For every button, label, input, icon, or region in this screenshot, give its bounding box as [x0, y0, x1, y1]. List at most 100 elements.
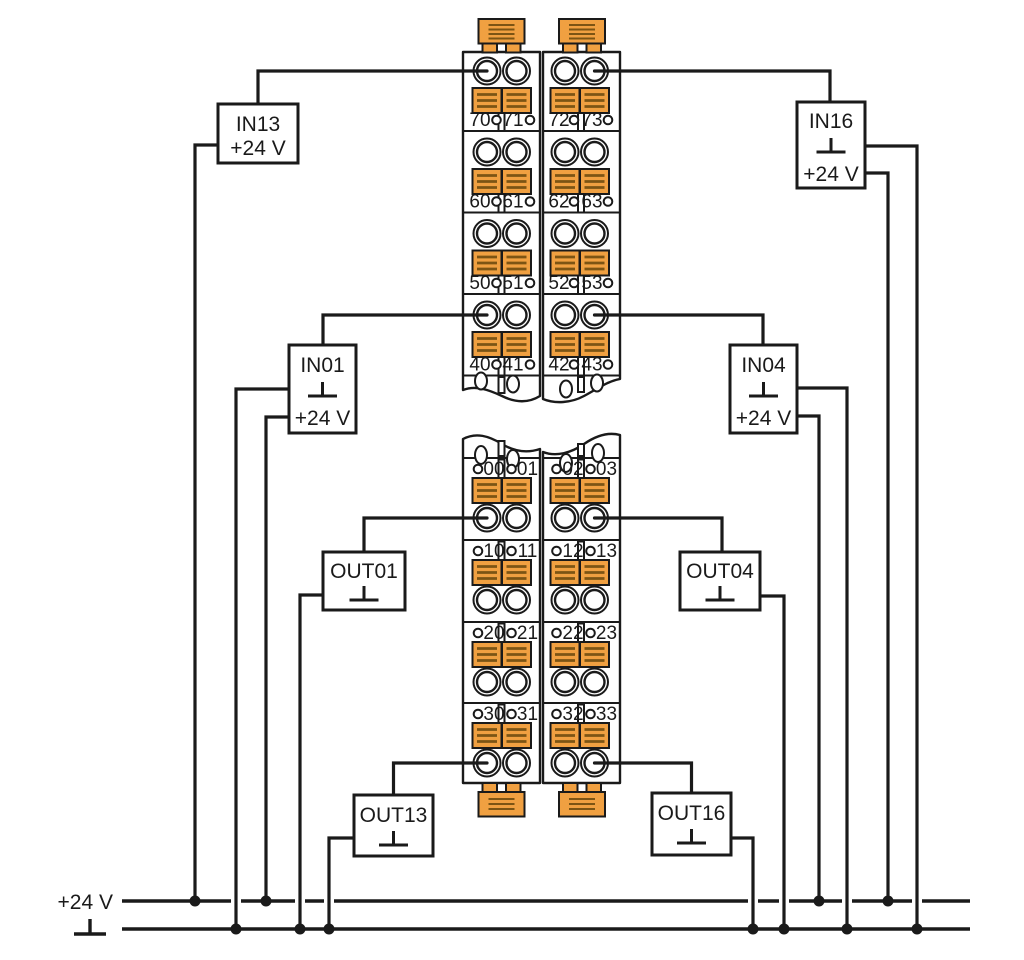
led-indicator-icon: [491, 114, 502, 126]
wire-out16-signal: [592, 761, 694, 795]
terminal-label: 20: [483, 623, 504, 644]
upper-terminal-labels: 70 71 72 73 60 61 62 63 50 51 52 53 40: [469, 110, 614, 376]
terminal-label: 21: [517, 623, 538, 644]
junction-dot: [747, 923, 759, 935]
led-indicator-icon: [551, 627, 562, 639]
led-indicator-icon: [472, 463, 484, 475]
junction-dot: [189, 895, 201, 907]
terminal-label: 30: [483, 704, 504, 725]
out13-box: OUT13: [352, 793, 435, 858]
led-indicator-icon: [551, 463, 562, 475]
out04-title: OUT04: [686, 560, 754, 583]
terminal-label: 00: [483, 459, 504, 480]
tear-edge-details: [474, 371, 605, 473]
led-indicator-icon: [602, 196, 614, 207]
terminal-label: 70: [469, 110, 490, 131]
top-latch-icon: [477, 18, 526, 54]
positive-rail-label: +24 V: [58, 891, 113, 914]
led-indicator-icon: [568, 359, 580, 370]
led-indicator-icon: [568, 277, 580, 289]
wire-out16-ground: [729, 836, 755, 931]
terminal-label: 43: [581, 355, 602, 376]
wire-in16-signal: [592, 69, 832, 104]
wire-out04-signal: [592, 516, 724, 554]
terminal-block-module: 70 71 72 73 60 61 62 63 50 51 52 53 40: [461, 18, 622, 818]
led-indicator-icon: [585, 463, 596, 475]
bottom-latch-icon: [558, 782, 606, 818]
terminal-label: 41: [502, 355, 523, 376]
terminal-label: 72: [548, 110, 569, 131]
in13-box: IN13 +24 V: [216, 102, 300, 165]
led-indicator-icon: [472, 627, 484, 639]
led-indicator-icon: [568, 196, 580, 207]
wire-in16-24v: [863, 171, 890, 903]
in16-title: IN16: [809, 110, 853, 133]
in13-voltage: +24 V: [230, 137, 285, 160]
led-indicator-icon: [585, 627, 596, 639]
bottom-latch-icon: [477, 782, 526, 818]
wire-in13-24v: [193, 143, 220, 903]
terminal-label: 23: [596, 623, 617, 644]
terminal-label: 51: [502, 273, 523, 294]
terminal-label: 33: [596, 704, 617, 725]
terminal-label: 52: [548, 273, 569, 294]
led-indicator-icon: [491, 359, 502, 370]
junction-dot: [260, 895, 272, 907]
wire-in04-signal: [592, 313, 765, 347]
junction-dot: [778, 923, 790, 935]
out01-title: OUT01: [330, 560, 398, 583]
led-indicator-icon: [524, 196, 536, 207]
led-indicator-icon: [568, 114, 580, 126]
led-indicator-icon: [524, 114, 536, 126]
led-indicator-icon: [506, 545, 517, 557]
wire-out01-ground: [298, 593, 325, 931]
led-indicator-icon: [585, 708, 596, 720]
wire-in01-24v: [264, 415, 291, 903]
ground-icon: [74, 919, 106, 936]
wire-out13-ground: [327, 836, 356, 931]
in01-voltage: +24 V: [295, 407, 350, 430]
terminal-label: 60: [469, 192, 490, 213]
junction-dot: [911, 923, 923, 935]
led-indicator-icon: [506, 627, 517, 639]
lower-row-lines: [463, 457, 620, 704]
io-boxes: IN13 +24 V IN16 +24 V IN01 +24 V IN04 +2…: [216, 100, 867, 858]
terminal-label: 02: [562, 459, 583, 480]
led-indicator-icon: [585, 545, 596, 557]
led-indicator-icon: [491, 196, 502, 207]
led-indicator-icon: [602, 359, 614, 370]
led-indicator-icon: [506, 708, 517, 720]
in13-title: IN13: [236, 113, 280, 136]
terminal-label: 32: [562, 704, 583, 725]
in01-title: IN01: [300, 354, 344, 377]
led-indicator-icon: [524, 359, 536, 370]
junction-dot: [323, 923, 335, 935]
led-indicator-icon: [602, 114, 614, 126]
junction-dot: [813, 895, 825, 907]
terminal-label: 13: [596, 541, 617, 562]
out04-box: OUT04: [678, 550, 762, 612]
terminal-label: 73: [581, 110, 602, 131]
terminal-label: 01: [517, 459, 538, 480]
wire-out04-ground: [758, 594, 786, 931]
led-indicator-icon: [491, 277, 502, 289]
led-indicator-icon: [551, 545, 562, 557]
terminal-label: 03: [596, 459, 617, 480]
top-latch-icon: [558, 18, 606, 54]
terminal-label: 22: [562, 623, 583, 644]
in16-box: IN16 +24 V: [795, 100, 867, 190]
led-indicator-icon: [551, 708, 562, 720]
in04-voltage: +24 V: [736, 407, 791, 430]
junction-dot: [230, 923, 242, 935]
in04-title: IN04: [741, 354, 786, 377]
lower-terminal-labels: 00 01 02 03 10 11 12 13 20 21 22 23 30: [472, 459, 617, 725]
terminal-label: 42: [548, 355, 569, 376]
led-indicator-icon: [602, 277, 614, 289]
wire-in01-signal: [321, 313, 489, 347]
in01-box: IN01 +24 V: [287, 343, 358, 435]
wire-out13-signal: [391, 761, 489, 797]
led-indicator-icon: [472, 708, 484, 720]
terminal-label: 71: [502, 110, 523, 131]
junction-dot: [882, 895, 894, 907]
